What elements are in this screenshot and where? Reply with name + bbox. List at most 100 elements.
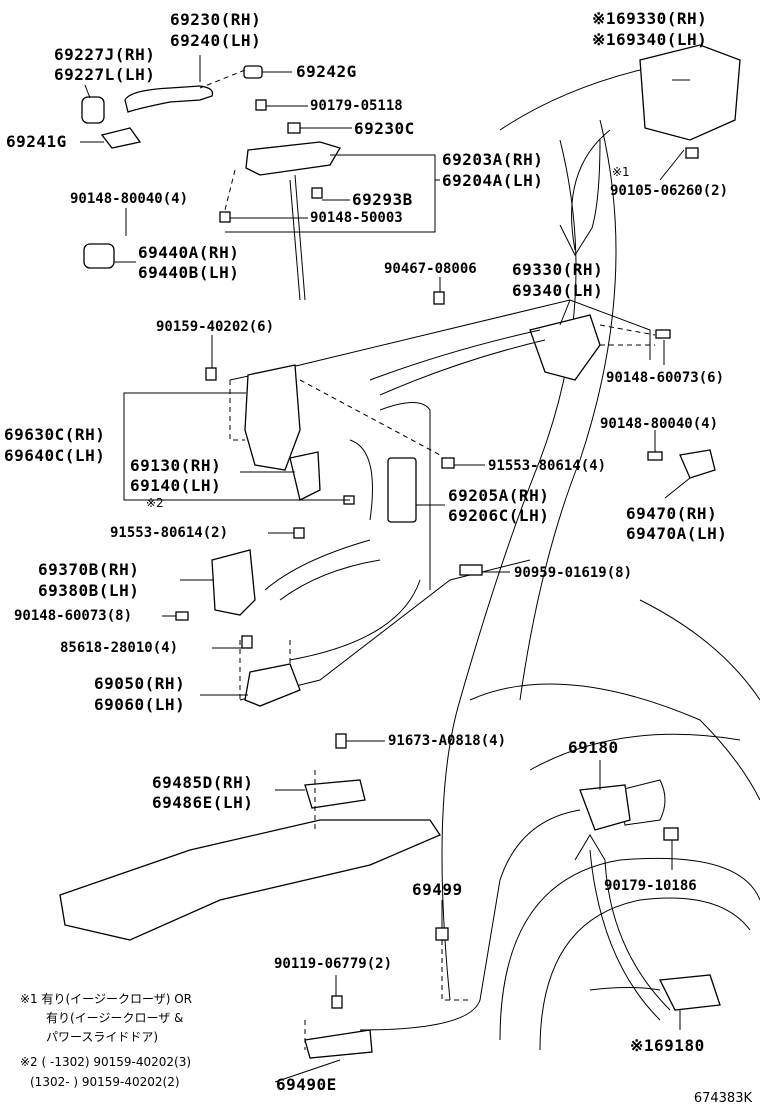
bolt-90119 [331,995,343,1009]
label-91553-80614-b: 91553-80614(2) [110,525,229,541]
body-pillar-line-2 [519,119,617,701]
handle-cover [243,65,263,79]
door-lock-mid [529,314,601,381]
label-91673-A0818: 91673-A0818(4) [388,733,507,749]
label-90179-05118: 90179-05118 [310,98,403,114]
label-90959-01619: 90959-01619(8) [514,565,633,581]
leader-69470 [664,477,691,499]
bolt-1 [255,99,267,111]
label-69227L: 69227L(LH) [54,65,156,84]
label-69227J: 69227J(RH) [54,45,156,64]
center-door-lock [244,364,301,471]
note-2-line-1: ※2 ( -1302) 90159-40202(3) [20,1055,192,1069]
label-69340: 69340(LH) [512,281,604,300]
actuator-motor [387,457,417,523]
label-69640C: 69640C(LH) [4,446,106,465]
label-90179-10186: 90179-10186 [604,878,697,894]
door-upper-edge [299,299,651,366]
screw-right-2 [647,451,663,461]
label-69130: 69130(RH) [130,456,222,475]
leader-90105 [659,149,685,181]
label-90105-06260: 90105-06260(2) [610,183,729,199]
screw-mid-right [655,329,671,339]
bolt-lower-1 [293,527,305,539]
clip-90467 [433,291,445,305]
label-69242G: 69242G [296,62,357,81]
quarter-panel-window [469,683,760,801]
label-69140: 69140(LH) [130,476,222,495]
label-69241G: 69241G [6,132,67,151]
bolt-center-3 [441,457,455,469]
hinge-bracket [679,449,716,479]
closer-assembly-top [639,44,741,141]
label-90148-60073-a: 90148-60073(6) [606,370,725,386]
label-69490E: 69490E [276,1075,337,1094]
label-69470A: 69470A(LH) [626,524,728,543]
fuel-lid-lock [579,784,631,831]
bolt-85618 [241,635,253,649]
label-90119-06779: 90119-06779(2) [274,956,393,972]
clip-69499 [435,927,449,941]
label-69240: 69240(LH) [170,31,262,50]
label-91553-80614-a: 91553-80614(4) [488,458,607,474]
label-69060: 69060(LH) [94,695,186,714]
quarter-panel-top [639,599,760,701]
lower-door-latch [244,663,301,707]
label-star1-right: ※1 [612,165,630,179]
label-69499: 69499 [412,880,463,899]
floor-rail-cover [59,819,441,941]
label-69340-top: ※169340(LH) [592,30,708,49]
screw-lower-2 [175,611,189,621]
catalog-id: 674383K [693,1091,752,1106]
lock-bracket [289,451,321,501]
label-69205A: 69205A(RH) [448,486,550,505]
label-69370B: 69370B(RH) [38,560,140,579]
arrow-head-top [559,224,593,257]
label-90467-08006: 90467-08006 [384,261,477,277]
handle-cap [81,96,105,124]
quarter-panel-belt [529,733,741,771]
nut-1 [287,122,301,134]
outside-handle [124,85,214,113]
note-2-line-2: (1302- ) 90159-40202(2) [30,1075,180,1089]
rear-cable [589,987,661,991]
label-69485D: 69485D(RH) [152,773,254,792]
label-85618-28010: 85618-28010(4) [60,640,179,656]
arrow-curve-bottom-2 [604,859,671,1011]
lower-rail-bracket [304,779,366,809]
bolt-top-right [685,147,699,159]
cable-a [369,329,541,381]
cable-d [349,439,373,521]
leader-69630c-bracket [123,392,350,501]
label-69180: 69180 [568,738,619,757]
arrow-curve-top-2 [591,139,601,229]
label-69230: 69230(RH) [170,10,262,29]
rod-1 [289,179,301,301]
dash-3 [599,324,656,336]
clip-69293b [311,187,323,199]
label-69050: 69050(RH) [94,674,186,693]
cable-top [499,69,641,131]
fuel-lid-cable [359,809,581,1031]
grommet-90179 [663,827,679,841]
label-69380B: 69380B(LH) [38,581,140,600]
label-69330: 69330(RH) [512,260,604,279]
leader-69227 [84,84,91,99]
striker-block [83,243,115,269]
label-69230C: 69230C [354,119,415,138]
arrow-head-bottom [574,834,606,861]
label-69330-top: ※169330(RH) [592,9,708,28]
label-69470: 69470(RH) [626,504,718,523]
cable-c [379,402,431,590]
bolt-2 [219,211,231,223]
label-90159-40202-a: 90159-40202(6) [156,319,275,335]
leader-69490e [274,1059,341,1083]
label-69180-b: ※169180 [630,1036,705,1055]
arrow-curve-bottom [589,849,661,1021]
rod-2 [294,174,306,301]
label-69630C: 69630C(RH) [4,425,106,444]
label-69206C: 69206C(LH) [448,506,550,525]
body-pillar-line [441,139,577,1001]
label-69204A: 69204A(LH) [442,171,544,190]
